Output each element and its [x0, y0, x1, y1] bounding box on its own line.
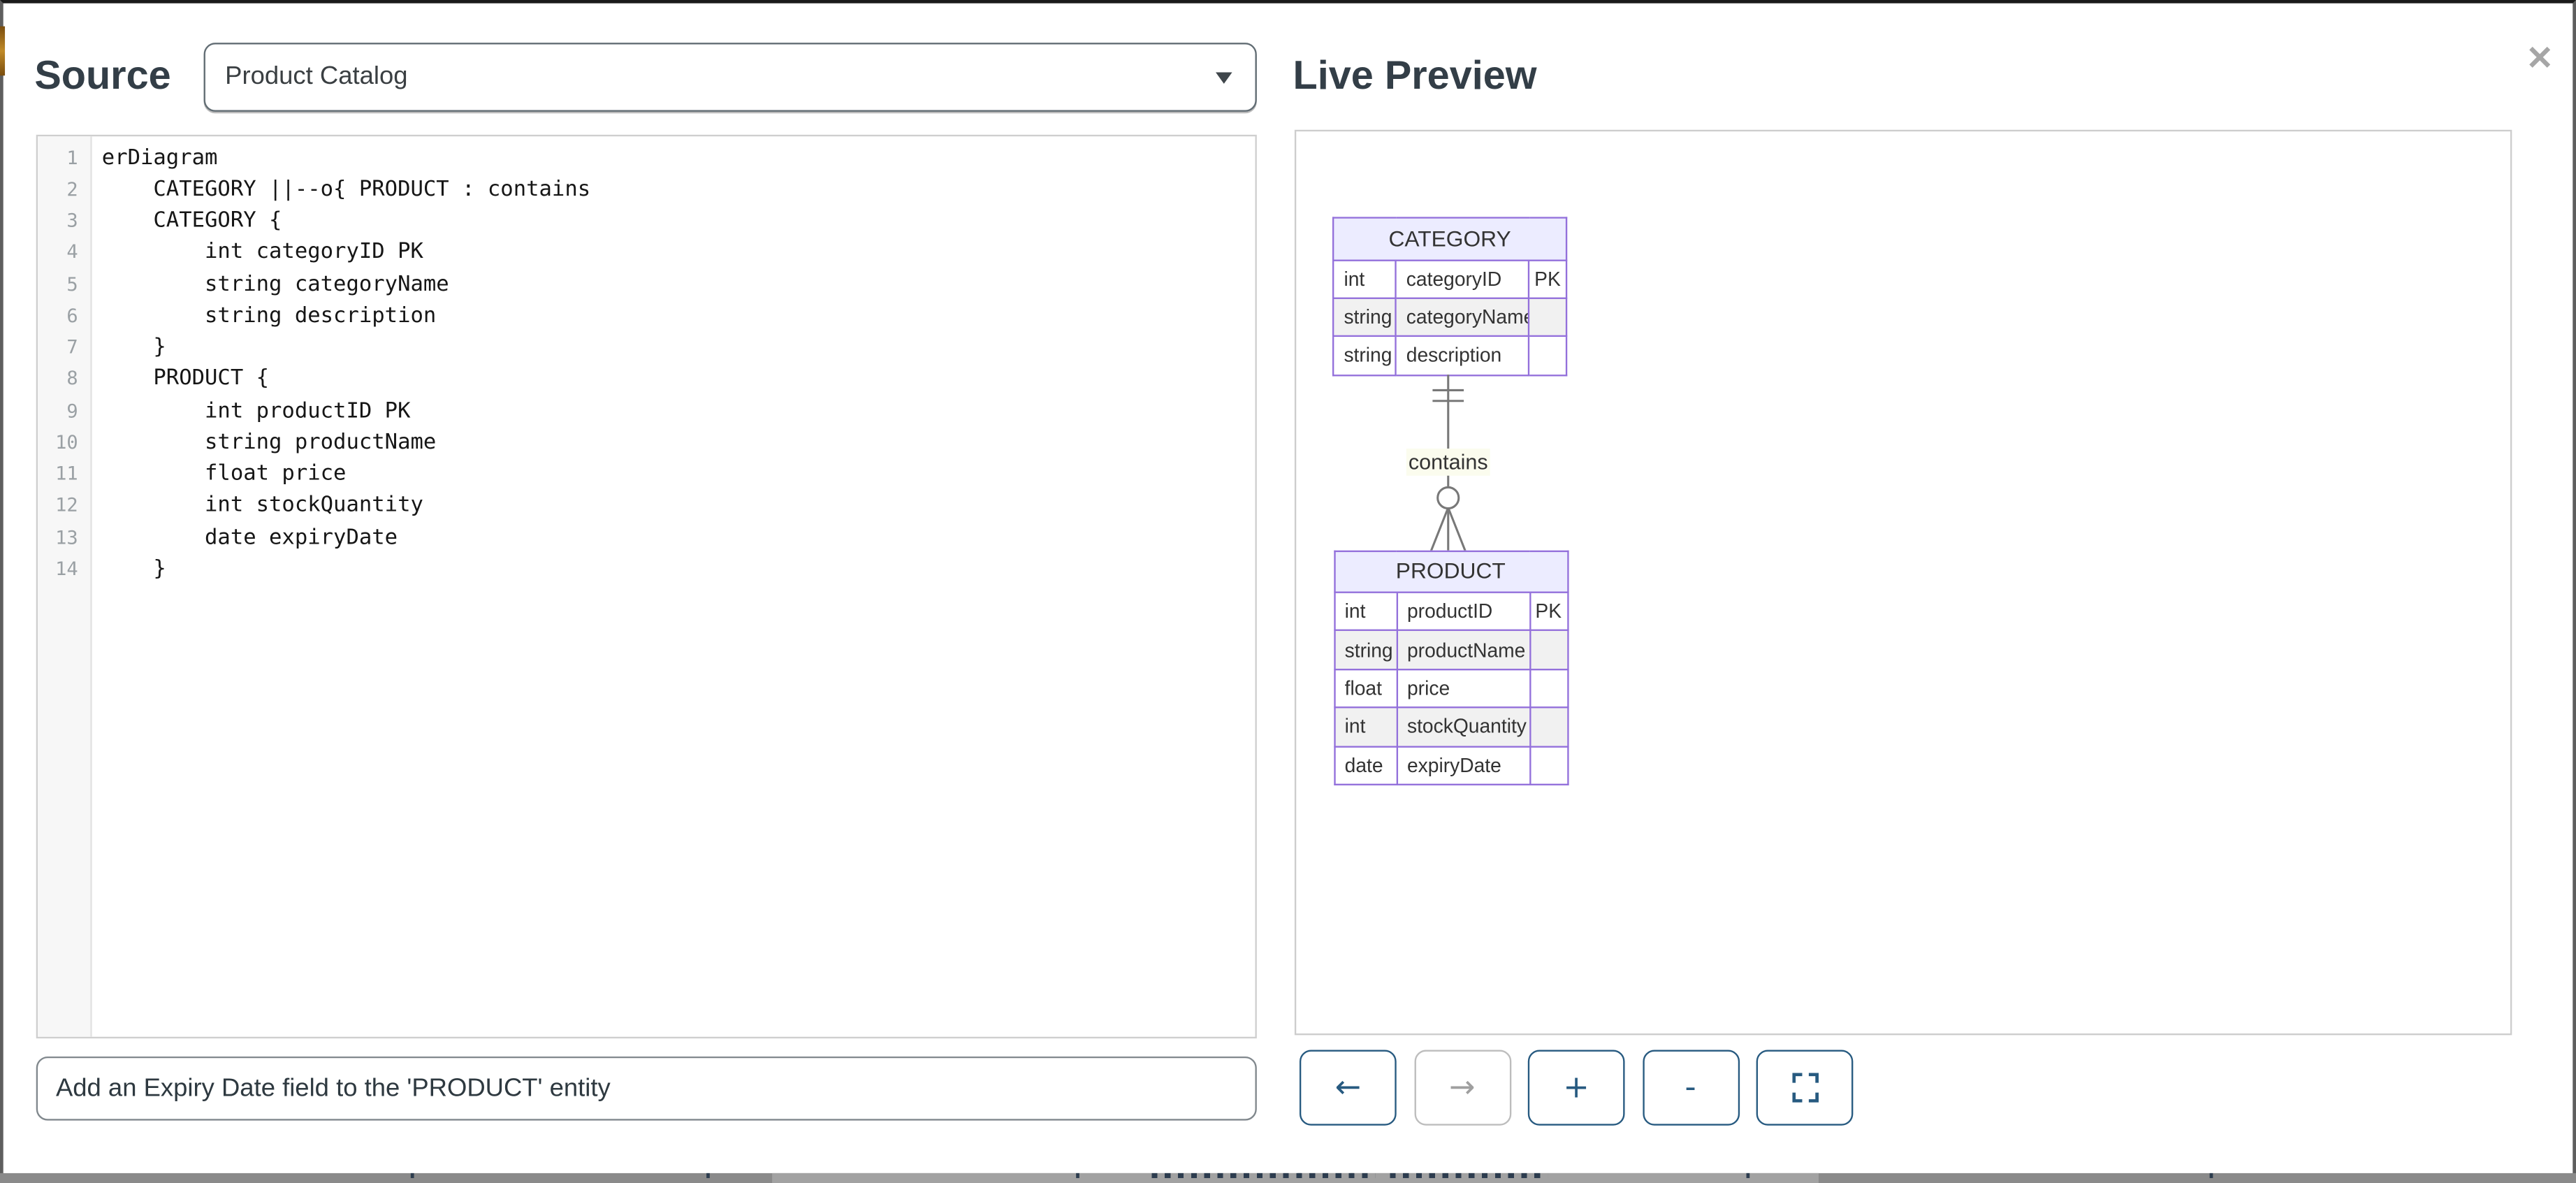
entity-row: int categoryID PK: [1332, 259, 1568, 299]
attr-key: [1528, 745, 1569, 785]
clipped-text-tops: [1297, 1173, 1301, 1178]
code-lines: erDiagram CATEGORY ||--o{ PRODUCT : cont…: [102, 142, 1256, 585]
line-number-gutter: 1 2 3 4 5 6 7 8 9 10 11 12 13 14: [38, 136, 92, 1037]
code-line: int stockQuantity: [101, 493, 423, 518]
attr-name: stockQuantity: [1395, 706, 1531, 747]
code-line: float price: [101, 461, 347, 487]
background-artifact: [0, 26, 4, 76]
code-line: int productID PK: [101, 398, 411, 423]
attr-name: price: [1395, 668, 1531, 709]
minus-icon: -: [1684, 1069, 1696, 1105]
chevron-down-icon: [1216, 71, 1232, 83]
arrow-right-icon: →: [1449, 1069, 1476, 1105]
prompt-input[interactable]: [36, 1056, 1257, 1121]
entity-title: PRODUCT: [1333, 549, 1569, 593]
line-number: 14: [55, 556, 78, 580]
attr-name: productID: [1395, 591, 1531, 632]
line-number: 13: [55, 525, 78, 549]
code-line: CATEGORY ||--o{ PRODUCT : contains: [101, 177, 591, 202]
attr-key: [1528, 630, 1569, 670]
clipped-text-tops: [1746, 1173, 1749, 1178]
diagram-select[interactable]: Product Catalog: [203, 43, 1257, 112]
clipped-background-bar: [0, 1172, 2576, 1183]
clipped-text-tops: [706, 1173, 709, 1178]
code-line: erDiagram: [101, 145, 218, 170]
line-number: 12: [55, 493, 78, 516]
zoom-out-button[interactable]: -: [1642, 1050, 1739, 1125]
preview-toolbar: ← → + -: [1299, 1050, 1854, 1125]
attr-key: [1528, 706, 1569, 747]
attr-type: int: [1333, 706, 1397, 747]
attr-key: [1527, 335, 1568, 376]
attr-type: int: [1332, 259, 1397, 299]
entity-row: int productID PK: [1333, 591, 1569, 632]
attr-type: string: [1332, 297, 1397, 338]
undo-button[interactable]: ←: [1299, 1050, 1397, 1125]
relationship-connector: contains: [1406, 374, 1491, 551]
attr-key: PK: [1528, 591, 1569, 632]
line-number: 1: [66, 145, 78, 169]
line-number: 11: [55, 461, 78, 485]
clipped-text-tops: [1076, 1173, 1079, 1178]
attr-name: productName: [1395, 630, 1531, 670]
attr-name: categoryName: [1395, 297, 1530, 338]
line-number: 5: [66, 272, 78, 296]
plus-icon: +: [1563, 1069, 1589, 1105]
line-number: 9: [66, 398, 78, 422]
relationship-label: contains: [1409, 450, 1489, 474]
attr-key: [1527, 297, 1568, 338]
preview-panel-title: Live Preview: [1293, 54, 1537, 99]
entity-row: float price: [1333, 668, 1569, 709]
attr-type: date: [1333, 745, 1397, 785]
entity-row: string productName: [1333, 630, 1569, 670]
arrow-left-icon: ←: [1334, 1069, 1362, 1105]
entity-title: CATEGORY: [1332, 217, 1568, 261]
fullscreen-icon: [1791, 1072, 1818, 1103]
code-line: }: [101, 335, 166, 360]
clipped-text-tops: [2209, 1173, 2213, 1178]
clipped-text-tops: [1151, 1173, 1376, 1178]
line-number: 2: [66, 177, 78, 201]
diagram-select-value: Product Catalog: [225, 62, 408, 91]
close-icon[interactable]: ✕: [2526, 41, 2554, 78]
attr-type: string: [1332, 335, 1397, 376]
attr-key: PK: [1527, 259, 1568, 299]
entity-row: string description: [1332, 335, 1568, 376]
clipped-text-tops: [1390, 1173, 1548, 1178]
code-line: string productName: [101, 430, 437, 455]
zoom-in-button[interactable]: +: [1527, 1050, 1625, 1125]
line-number: 3: [66, 208, 78, 232]
fullscreen-button[interactable]: [1756, 1050, 1854, 1125]
attr-key: [1528, 668, 1569, 709]
attr-type: int: [1333, 591, 1397, 632]
code-line: string categoryName: [101, 272, 449, 297]
line-number: 4: [66, 240, 78, 263]
attr-name: categoryID: [1395, 259, 1530, 299]
live-preview-canvas[interactable]: CATEGORY int categoryID PK string catego…: [1294, 129, 2512, 1036]
entity-row: string categoryName: [1332, 297, 1568, 338]
redo-button[interactable]: →: [1413, 1050, 1511, 1125]
code-line: CATEGORY {: [101, 208, 282, 233]
source-panel-title: Source: [34, 54, 171, 99]
code-line: }: [101, 556, 166, 581]
line-number: 7: [66, 335, 78, 358]
code-line: string description: [101, 303, 437, 328]
code-editor[interactable]: 1 2 3 4 5 6 7 8 9 10 11 12 13 14 erDiagr…: [36, 134, 1257, 1039]
line-number: 8: [66, 366, 78, 390]
attr-name: description: [1395, 335, 1530, 376]
code-line: int categoryID PK: [101, 240, 423, 266]
attr-type: string: [1333, 630, 1397, 670]
code-line: date expiryDate: [101, 525, 398, 550]
entity-table-product: PRODUCT int productID PK string productN…: [1333, 549, 1569, 785]
attr-type: float: [1333, 668, 1397, 709]
attr-name: expiryDate: [1395, 745, 1531, 785]
line-number: 6: [66, 303, 78, 327]
clipped-text-tops: [1350, 1173, 1353, 1178]
entity-table-category: CATEGORY int categoryID PK string catego…: [1332, 217, 1568, 376]
entity-row: int stockQuantity: [1333, 706, 1569, 747]
clipped-text-tops: [410, 1173, 414, 1178]
line-number: 10: [55, 430, 78, 453]
entity-row: date expiryDate: [1333, 745, 1569, 785]
code-line: PRODUCT {: [101, 366, 270, 392]
